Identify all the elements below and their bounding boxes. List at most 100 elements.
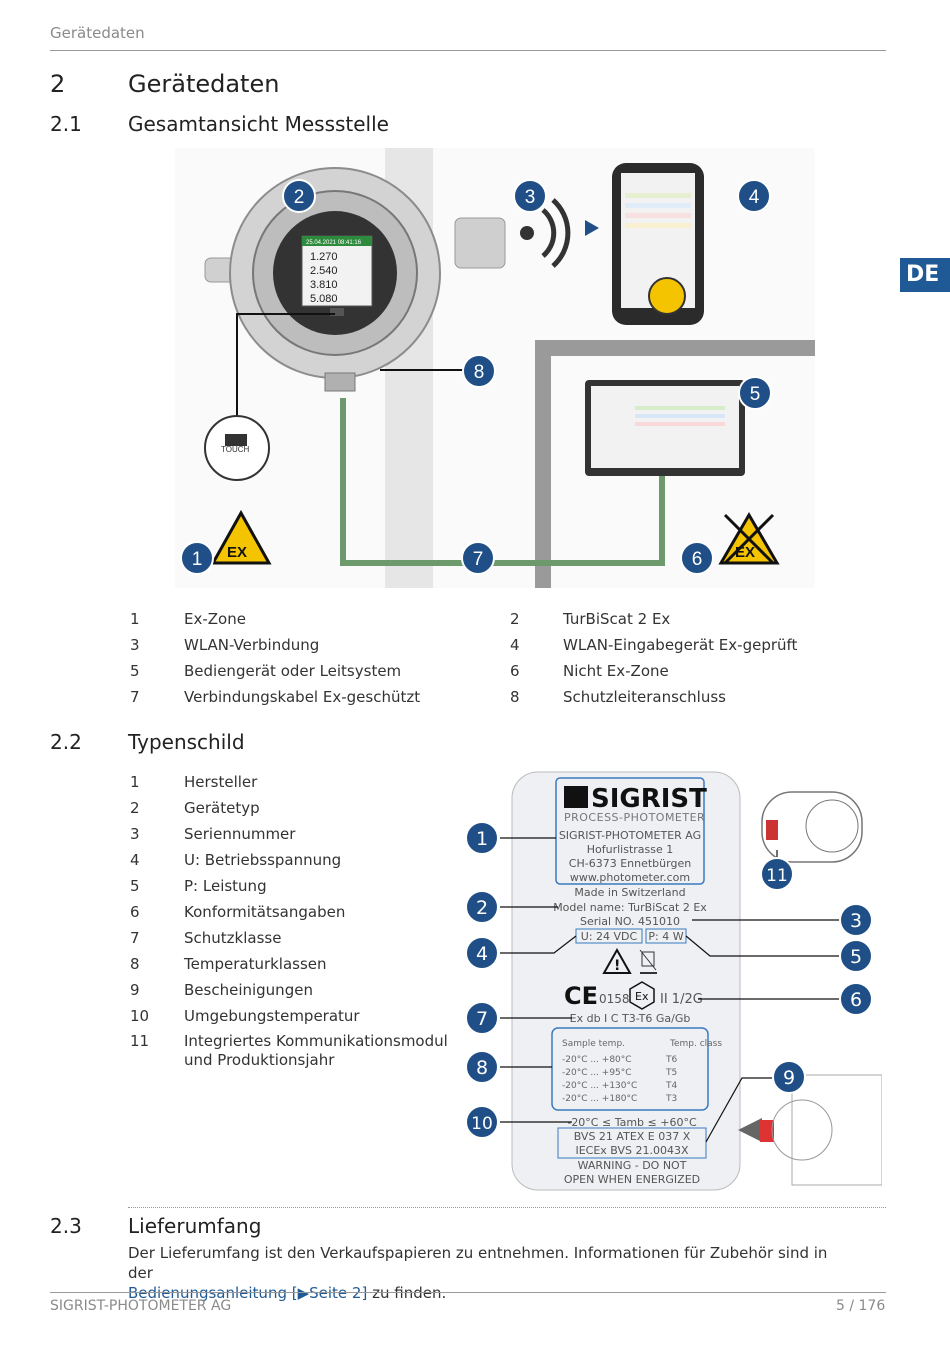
legend-text: Verbindungskabel Ex-geschützt	[184, 688, 421, 706]
callout-8: 8	[465, 1050, 499, 1084]
callout-10: 10	[465, 1105, 499, 1139]
legend-text: Bediengerät oder Leitsystem	[184, 662, 402, 680]
svg-text:EX: EX	[735, 544, 755, 561]
callout-8: 8	[380, 354, 496, 388]
plate-city: CH-6373 Ennetbürgen	[569, 857, 691, 870]
header-rule	[50, 50, 886, 51]
legend-number: 8	[510, 688, 520, 706]
plate-company: SIGRIST-PHOTOMETER AG	[559, 829, 701, 842]
subsection-title: Lieferumfang	[128, 1214, 262, 1238]
language-tab[interactable]: DE	[900, 258, 950, 292]
legend-number: 1	[130, 773, 140, 791]
wifi-icon	[520, 198, 571, 268]
legend-text: Umgebungstemperatur	[184, 1007, 360, 1025]
plate-protection: Ex db I C T3-T6 Ga/Gb	[570, 1012, 691, 1025]
legend-text: Seriennummer	[184, 825, 296, 843]
callout-4: 4	[737, 179, 771, 213]
plate-cert-atex: BVS 21 ATEX E 037 X	[574, 1130, 691, 1143]
legend-number: 2	[510, 610, 520, 628]
svg-text:2: 2	[476, 897, 488, 919]
legend-number: 6	[510, 662, 520, 680]
plate-ex-group: II 1/2G	[660, 992, 703, 1007]
svg-text:11: 11	[766, 866, 788, 886]
device-sketch-top	[761, 791, 863, 863]
svg-text:4: 4	[476, 943, 488, 965]
svg-text:-20°C ... +80°C: -20°C ... +80°C	[562, 1055, 632, 1065]
svg-text:3: 3	[525, 187, 536, 208]
plate-notified-body: 0158	[599, 992, 630, 1006]
callout-9: 9	[772, 1060, 806, 1094]
legend-number: 3	[130, 825, 140, 843]
callout-3: 3	[839, 903, 873, 937]
legend-text: WLAN-Verbindung	[184, 636, 320, 654]
svg-text:9: 9	[783, 1067, 795, 1089]
svg-text:Sample temp.: Sample temp.	[562, 1039, 625, 1049]
callout-leader-lines	[500, 837, 840, 1143]
legend-number: 3	[130, 636, 140, 654]
plate-web: www.photometer.com	[570, 871, 690, 884]
plate-voltage: U: 24 VDC	[581, 930, 638, 943]
legend-number: 1	[130, 610, 140, 628]
ex-hexagon-icon: Ex	[629, 981, 655, 1010]
non-ex-zone-warning-icon: EX	[718, 512, 780, 565]
callout-4: 4	[465, 936, 499, 970]
plate-power: P: 4 W	[648, 930, 683, 943]
legend-number: 10	[130, 1007, 150, 1025]
scope-of-delivery-paragraph: Der Lieferumfang ist den Verkaufspapiere…	[128, 1243, 828, 1303]
device-display	[301, 235, 373, 307]
legend-text: Schutzleiteranschluss	[563, 688, 726, 706]
paragraph-text: Der Lieferumfang ist den Verkaufspapiere…	[128, 1244, 828, 1282]
svg-text:7: 7	[473, 549, 484, 570]
legend-text: P: Leistung	[184, 877, 267, 895]
legend-text: WLAN-Eingabegerät Ex-geprüft	[563, 636, 798, 654]
ex-symbol-icon	[648, 277, 686, 315]
legend-number: 4	[510, 636, 520, 654]
legend-number: 5	[130, 662, 140, 680]
paragraph-text-end: zu finden.	[367, 1284, 447, 1302]
display-status-text: 25.04.2021 08:41:16	[306, 240, 362, 246]
legend-number: 6	[130, 903, 140, 921]
temp-class-table	[551, 1027, 709, 1111]
legend-number: 11	[130, 1032, 150, 1050]
warning-icon: !	[602, 947, 632, 974]
arrow-icon	[585, 220, 599, 236]
legend-number: 2	[130, 799, 140, 817]
callout-1: 1	[465, 821, 499, 855]
display-value-1: 1.270	[310, 251, 338, 263]
svg-text:EX: EX	[227, 544, 247, 561]
subsection-title: Gesamtansicht Messstelle	[128, 112, 389, 136]
callout-5: 5	[738, 376, 772, 410]
legend-number: 7	[130, 688, 140, 706]
plate-brand-sub: PROCESS-PHOTOMETER	[564, 811, 705, 824]
svg-text:8: 8	[476, 1057, 488, 1079]
callout-6: 6	[839, 982, 873, 1016]
legend-text-continued: und Produktionsjahr	[184, 1051, 335, 1069]
svg-text:10: 10	[471, 1114, 493, 1134]
ce-mark-icon: CE	[564, 982, 598, 1010]
legend-text: Hersteller	[184, 773, 258, 791]
svg-text:T3: T3	[665, 1094, 677, 1104]
legend-text: Konformitätsangaben	[184, 903, 346, 921]
plate-warning-2: OPEN WHEN ENERGIZED	[564, 1173, 700, 1186]
legend-number: 8	[130, 955, 140, 973]
svg-text:-20°C ... +95°C: -20°C ... +95°C	[562, 1068, 632, 1078]
section-title: Gerätedaten	[128, 70, 280, 98]
plate-ambient-temp: -20°C ≤ Tamb ≤ +60°C	[567, 1116, 697, 1129]
svg-text:1: 1	[476, 828, 488, 850]
legend-text: TurBiScat 2 Ex	[563, 610, 671, 628]
subsection-number: 2.2	[50, 730, 82, 754]
plate-street: Hofurlistrasse 1	[587, 843, 674, 856]
svg-text:!: !	[614, 958, 620, 974]
plate-made-in: Made in Switzerland	[574, 886, 685, 899]
plate-brand: SIGRIST	[591, 784, 707, 814]
callout-5: 5	[839, 939, 873, 973]
manual-link[interactable]: Bedienungsanleitung [▶Seite 2]	[128, 1284, 368, 1302]
touch-label: TOUCH	[221, 445, 250, 454]
svg-text:8: 8	[474, 362, 485, 383]
type-plate	[511, 771, 741, 1191]
footer-company: SIGRIST-PHOTOMETER AG	[50, 1298, 232, 1314]
legend-text: Ex-Zone	[184, 610, 246, 628]
section-number: 2	[50, 70, 66, 98]
legend-text: Integriertes Kommunikationsmodul	[184, 1032, 448, 1050]
legend-number: 4	[130, 851, 140, 869]
